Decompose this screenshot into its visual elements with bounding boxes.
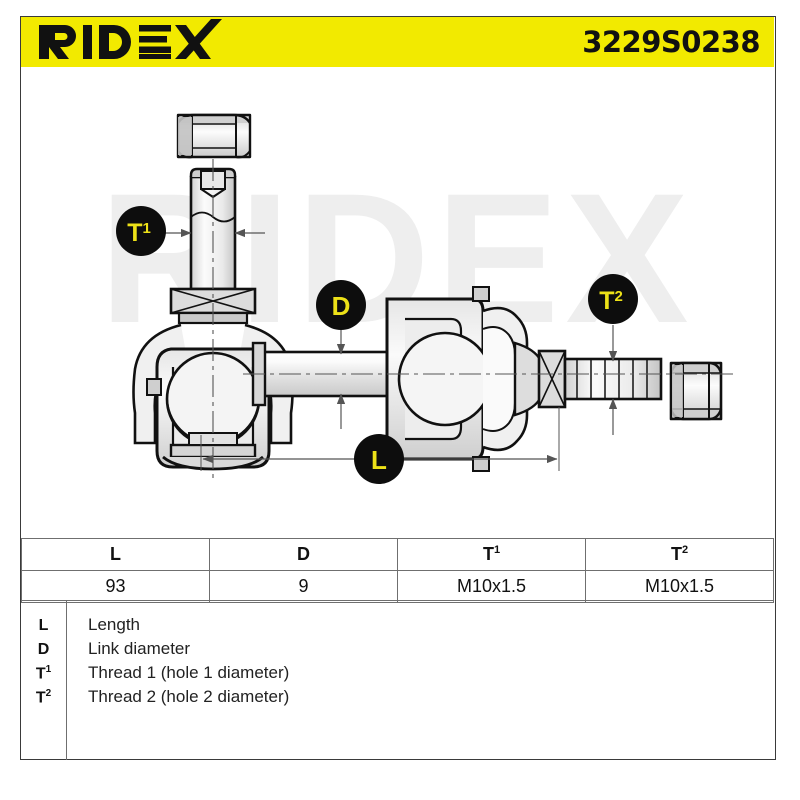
threaded-stud-t2 — [563, 357, 663, 401]
spec-value-row: 93 9 M10x1.5 M10x1.5 — [21, 570, 774, 603]
spec-value-t2: M10x1.5 — [585, 570, 774, 603]
legend-row-d: D Link diameter — [21, 639, 774, 663]
header-bar: 3229S0238 — [21, 17, 774, 67]
spec-value-t1: M10x1.5 — [397, 570, 586, 603]
legend-text-t1: Thread 1 (hole 1 diameter) — [88, 663, 290, 682]
callout-t1-badge: T1 — [116, 206, 166, 256]
hex-nut-right — [669, 361, 723, 421]
legend-key-d: D — [37, 641, 50, 658]
callout-d-text: D — [332, 291, 351, 321]
spec-value-d: 9 — [209, 570, 398, 603]
legend-text-t2: Thread 2 (hole 2 diameter) — [88, 687, 290, 706]
legend-key-t1: T1 — [35, 663, 52, 682]
legend-row-l: L Length — [21, 615, 774, 639]
part-number: 3229S0238 — [582, 25, 760, 59]
spec-header-l: L — [21, 538, 210, 571]
spec-header-t1: T1 — [397, 538, 586, 571]
legend-key-t2: T2 — [35, 687, 52, 706]
technical-drawing: RIDEX — [21, 67, 774, 532]
spec-value-l: 93 — [21, 570, 210, 603]
legend-text-l: Length — [88, 615, 140, 634]
hex-nut-top — [176, 113, 252, 159]
centerlines — [212, 159, 733, 479]
legend-box: L Length D Link diameter T1 Thread 1 (ho… — [21, 600, 774, 760]
callout-d-badge: D — [316, 280, 366, 330]
callout-l-badge: L — [354, 434, 404, 484]
callout-t2-badge: T2 — [588, 274, 638, 324]
specification-table: L D T1 T2 93 9 M10x1.5 M10x1.5 — [21, 538, 774, 603]
legend-key-l: L — [38, 617, 49, 634]
spec-header-d: D — [209, 538, 398, 571]
legend-text-d: Link diameter — [88, 639, 191, 658]
callout-l-text: L — [371, 445, 387, 475]
ridex-logo — [39, 18, 259, 66]
spec-header-row: L D T1 T2 — [21, 538, 774, 571]
sheet-frame — [20, 16, 776, 760]
legend-row-t2: T2 Thread 2 (hole 2 diameter) — [21, 687, 774, 711]
ball-joint-right — [385, 286, 567, 472]
legend-divider — [66, 601, 67, 760]
legend-row-t1: T1 Thread 1 (hole 1 diameter) — [21, 663, 774, 687]
spec-header-t2: T2 — [585, 538, 774, 571]
